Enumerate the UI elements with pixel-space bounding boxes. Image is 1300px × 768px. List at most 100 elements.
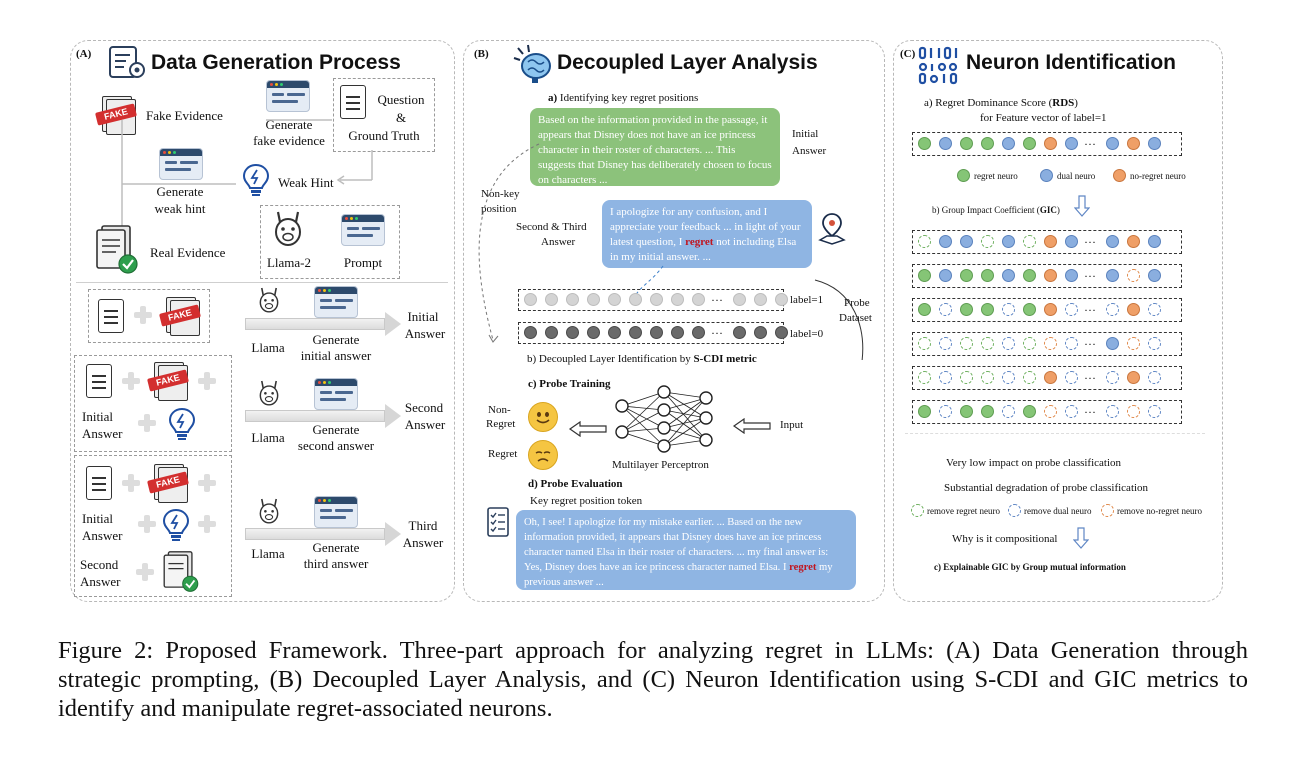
removed-non-regret-neuron	[1127, 405, 1140, 418]
label0-text: label=0	[790, 328, 824, 340]
gic-strip	[912, 400, 1182, 424]
remove-regret-label: remove regret neuro	[927, 506, 1000, 516]
removed-dual-neuron	[1065, 303, 1078, 316]
document-icon	[86, 466, 112, 500]
non-regret-neuron	[1044, 137, 1057, 150]
lightbulb-icon	[242, 163, 270, 196]
non-regret-label-2: Regret	[486, 418, 516, 430]
hollow-arrow-left	[568, 421, 607, 437]
removed-regret-neuron	[918, 235, 931, 248]
feature-neuron	[754, 326, 767, 339]
removed-regret-neuron	[1023, 235, 1036, 248]
feature-neuron	[608, 293, 621, 306]
dual-neuron	[1065, 235, 1078, 248]
arrow-bar	[245, 318, 385, 330]
generate-weak-hint-2: weak hint	[154, 201, 206, 216]
dual-neuron	[1106, 235, 1119, 248]
row3-generate-2: third answer	[303, 556, 369, 571]
rds-line-2: for Feature vector of label=1	[980, 112, 1107, 124]
non-regret-label-1: Non-	[488, 404, 511, 416]
eval-bubble: Oh, I see! I apologize for my mistake ea…	[516, 510, 856, 590]
plus-icon	[138, 414, 156, 432]
sad-emoji-icon	[528, 440, 558, 470]
legend-dual-dot	[1040, 169, 1053, 182]
arrow-head	[385, 404, 401, 428]
llama-icon	[259, 380, 279, 406]
input-label: Input	[780, 419, 804, 431]
row2-initial-2: Answer	[82, 426, 123, 441]
remove-nonregret-label: remove no-regret neuro	[1117, 506, 1202, 516]
browser-window-icon	[314, 496, 358, 528]
fake-document-icon: FAKE	[147, 464, 189, 503]
checklist-icon	[487, 507, 509, 537]
llama2-label: Llama-2	[266, 255, 312, 270]
removed-dual-neuron	[1148, 337, 1161, 350]
plus-icon	[122, 474, 140, 492]
feature-neuron	[587, 326, 600, 339]
removed-regret-neuron	[981, 235, 994, 248]
settings-document-icon	[109, 46, 145, 78]
legend-nonregret-dot	[1113, 169, 1126, 182]
llama-label: Llama	[251, 430, 285, 445]
dual-neuron	[939, 235, 952, 248]
gic-strip	[912, 366, 1182, 390]
removed-non-regret-neuron	[1044, 337, 1057, 350]
row1-generate-1: Generate	[312, 332, 360, 347]
llama-label: Llama	[251, 546, 285, 561]
binary-network-icon	[918, 46, 958, 85]
probe-dataset-1: Probe	[844, 297, 870, 309]
row3-initial-2: Answer	[82, 528, 123, 543]
feature-neuron	[692, 326, 705, 339]
second-third-label-2: Answer	[541, 236, 576, 248]
location-pin-icon	[818, 213, 846, 245]
ellipsis: ···	[1084, 405, 1096, 419]
b-arcs	[478, 143, 864, 360]
feature-neuron	[733, 293, 746, 306]
lightbulb-icon	[168, 407, 196, 440]
non-regret-neuron	[1044, 269, 1057, 282]
ampersand-label: &	[395, 110, 407, 125]
row1-generate-2: initial answer	[300, 348, 372, 363]
dual-neuron	[1148, 235, 1161, 248]
row2-initial-1: Initial	[82, 409, 114, 424]
browser-window-icon	[159, 148, 203, 180]
dual-neuron	[1002, 137, 1015, 150]
regret-neuron	[918, 405, 931, 418]
initial-answer-label-2: Answer	[792, 145, 827, 157]
regret-neuron	[918, 137, 931, 150]
removed-dual-neuron	[1065, 405, 1078, 418]
dual-neuron	[939, 137, 952, 150]
remove-regret-dot	[911, 504, 924, 517]
generate-weak-hint-1: Generate	[156, 184, 204, 199]
regret-neuron	[960, 405, 973, 418]
dual-neuron	[939, 269, 952, 282]
llama-icon	[259, 287, 279, 313]
removed-non-regret-neuron	[1127, 269, 1140, 282]
row3-output-2: Answer	[402, 535, 444, 550]
ellipsis: ···	[1084, 137, 1096, 151]
row2-output-2: Answer	[404, 417, 446, 432]
neural-network-icon	[615, 385, 713, 453]
row3-output-1: Third	[408, 518, 438, 533]
removed-dual-neuron	[1065, 337, 1078, 350]
non-regret-neuron	[1044, 371, 1057, 384]
dual-neuron	[1106, 137, 1119, 150]
removed-regret-neuron	[981, 337, 994, 350]
row1-output-2: Answer	[404, 326, 446, 341]
generate-fake-evidence-2: fake evidence	[253, 133, 325, 148]
panel-a-tag: (A)	[76, 48, 92, 60]
non-regret-neuron	[1044, 235, 1057, 248]
real-evidence-label: Real Evidence	[150, 245, 226, 260]
feature-neuron	[545, 326, 558, 339]
key-token-label: Key regret position token	[530, 495, 643, 507]
weak-hint-label: Weak Hint	[278, 175, 334, 190]
non-regret-neuron	[1127, 371, 1140, 384]
feature-neuron	[671, 293, 684, 306]
feature-neuron	[775, 326, 788, 339]
feature-neuron	[733, 326, 746, 339]
non-regret-neuron	[1127, 137, 1140, 150]
panel-b-title: Decoupled Layer Analysis	[557, 51, 818, 74]
plus-icon	[198, 372, 216, 390]
ellipsis: ···	[711, 326, 723, 340]
plus-icon	[136, 563, 154, 581]
